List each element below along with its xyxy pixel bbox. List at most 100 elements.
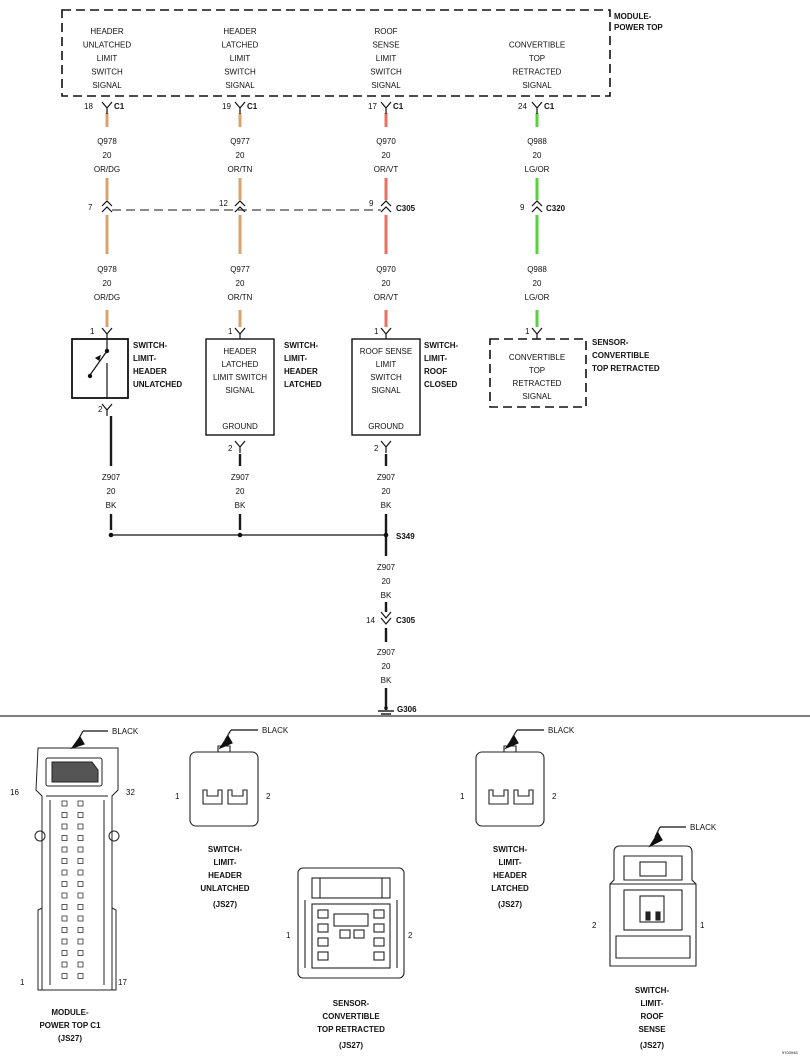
pin-cavity (77, 915, 84, 922)
gnd5-circuit: Z907 (377, 648, 396, 657)
pin-18-label: 18 (84, 102, 93, 111)
pin-cavity (77, 904, 84, 910)
pin-cavity (77, 973, 84, 979)
wire-color-q970-lower: OR/VT (374, 293, 399, 302)
comp3-name-line3: ROOF (424, 367, 447, 376)
module-signal-1-line2: UNLATCHED (83, 41, 132, 50)
comp2-pin1: 1 (228, 327, 233, 336)
sensor-top-retracted-box (489, 338, 587, 408)
gnd5-gauge: 20 (382, 662, 391, 671)
comp2-name-line3: HEADER (284, 367, 318, 376)
module-c1-label-line3: (JS27) (58, 1034, 82, 1043)
pin-cavity (77, 881, 84, 887)
module-pin-symbols (101, 101, 543, 114)
roof-sense-label-line2: LIMIT- (640, 999, 663, 1008)
header-unlatched-pin2: 2 (266, 792, 271, 801)
comp3-ground: GROUND (368, 422, 404, 431)
comp2-box-line1: HEADER (223, 347, 257, 356)
pin-cavity (61, 961, 68, 968)
header-unlatched-label-line3: HEADER (208, 871, 242, 880)
pin-cavity (77, 892, 84, 899)
comp4-box-line4: SIGNAL (522, 392, 552, 401)
wire-gauge-q977-lower: 20 (236, 279, 245, 288)
pin-cavity (77, 858, 84, 864)
wire-label-q978-lower: Q978 (97, 265, 117, 274)
gnd4-gauge: 20 (382, 577, 391, 586)
figure-id: 9703948 (782, 1050, 798, 1055)
comp4-box-line3: RETRACTED (513, 379, 562, 388)
module-signal-3-line2: SENSE (372, 41, 399, 50)
wire-label-q988-lower: Q988 (527, 265, 547, 274)
inline-pin-9-c305: 9 (369, 199, 374, 208)
module-name-line2: POWER TOP (614, 23, 663, 32)
pin-cavity (61, 950, 68, 956)
comp1-pin2: 2 (98, 405, 103, 414)
wire-gauge-q977-upper: 20 (236, 151, 245, 160)
comp3-pin2: 2 (374, 444, 379, 453)
comp3-box-line3: SWITCH (370, 373, 402, 382)
module-name-line1: MODULE- (614, 12, 652, 21)
pin-cavity (77, 835, 84, 841)
pin-cavity (77, 938, 84, 945)
comp1-name-line1: SWITCH- (133, 341, 168, 350)
comp3-pin1: 1 (374, 327, 379, 336)
roof-sense-callout: BLACK (690, 823, 717, 832)
component-pin2-symbols (101, 403, 392, 453)
module-c1-pin16: 16 (10, 788, 19, 797)
splice-s349-label: S349 (396, 532, 415, 541)
pin-cavity (61, 869, 68, 876)
pin-cavity (77, 812, 84, 818)
roof-sense-label-line3: ROOF (640, 1012, 663, 1021)
comp3-box-line2: LIMIT (376, 360, 397, 369)
header-latched-label-line2: LIMIT- (498, 858, 521, 867)
wire-color-q978-upper: OR/DG (94, 165, 120, 174)
comp1-name-line4: UNLATCHED (133, 380, 182, 389)
roof-sense-pin2: 2 (592, 921, 597, 930)
gnd3-color: BK (381, 501, 392, 510)
header-unlatched-label-line1: SWITCH- (208, 845, 243, 854)
wire-label-q977-lower: Q977 (230, 265, 250, 274)
wire-gauge-q988-lower: 20 (533, 279, 542, 288)
comp1-pin1: 1 (90, 327, 95, 336)
module-signal-2-line2: LATCHED (222, 41, 259, 50)
wire-color-q978-lower: OR/DG (94, 293, 120, 302)
pin-cavity (61, 846, 68, 853)
module-signal-3-line1: ROOF (374, 27, 397, 36)
comp2-box-line2: LATCHED (222, 360, 259, 369)
comp2-pin2: 2 (228, 444, 233, 453)
wire-gauge-q978-upper: 20 (103, 151, 112, 160)
c305-ground-pin: 14 (366, 616, 375, 625)
c305-label: C305 (396, 204, 416, 213)
c305-ground-label: C305 (396, 616, 416, 625)
switch-roof-closed-box (351, 338, 421, 436)
ground-wire-z907 (109, 416, 388, 710)
module-c1-pin1: 1 (20, 978, 25, 987)
module-signal-4-line2: TOP (529, 54, 545, 63)
comp4-box-line1: CONVERTIBLE (509, 353, 565, 362)
pin-19-label: 19 (222, 102, 231, 111)
pin-cavity (77, 950, 84, 956)
comp2-name-line1: SWITCH- (284, 341, 319, 350)
pin-24-conn: C1 (544, 102, 555, 111)
pin-cavity (61, 973, 68, 979)
header-latched-pin1: 1 (460, 792, 465, 801)
module-signal-1-line5: SIGNAL (92, 81, 122, 90)
gnd2-gauge: 20 (236, 487, 245, 496)
pin-24-label: 24 (518, 102, 527, 111)
switch-symbol-icon (87, 340, 110, 398)
module-c1-callout: BLACK (112, 727, 139, 736)
pin-cavity (61, 835, 68, 841)
inline-pin-7: 7 (88, 203, 93, 212)
pin-cavity (77, 927, 84, 933)
callout-arrow-icon (218, 729, 258, 750)
comp4-name-line1: SENSOR- (592, 338, 629, 347)
comp4-name-line3: TOP RETRACTED (592, 364, 660, 373)
header-unlatched-pin1: 1 (175, 792, 180, 801)
pin-19-conn: C1 (247, 102, 258, 111)
pin-cavity (61, 858, 68, 864)
wire-label-q988-upper: Q988 (527, 137, 547, 146)
module-signal-2-line4: SWITCH (224, 68, 256, 77)
roof-sense-label-line5: (JS27) (640, 1041, 664, 1050)
inline-pin-9-c320: 9 (520, 203, 525, 212)
pin-cavity (61, 812, 68, 818)
